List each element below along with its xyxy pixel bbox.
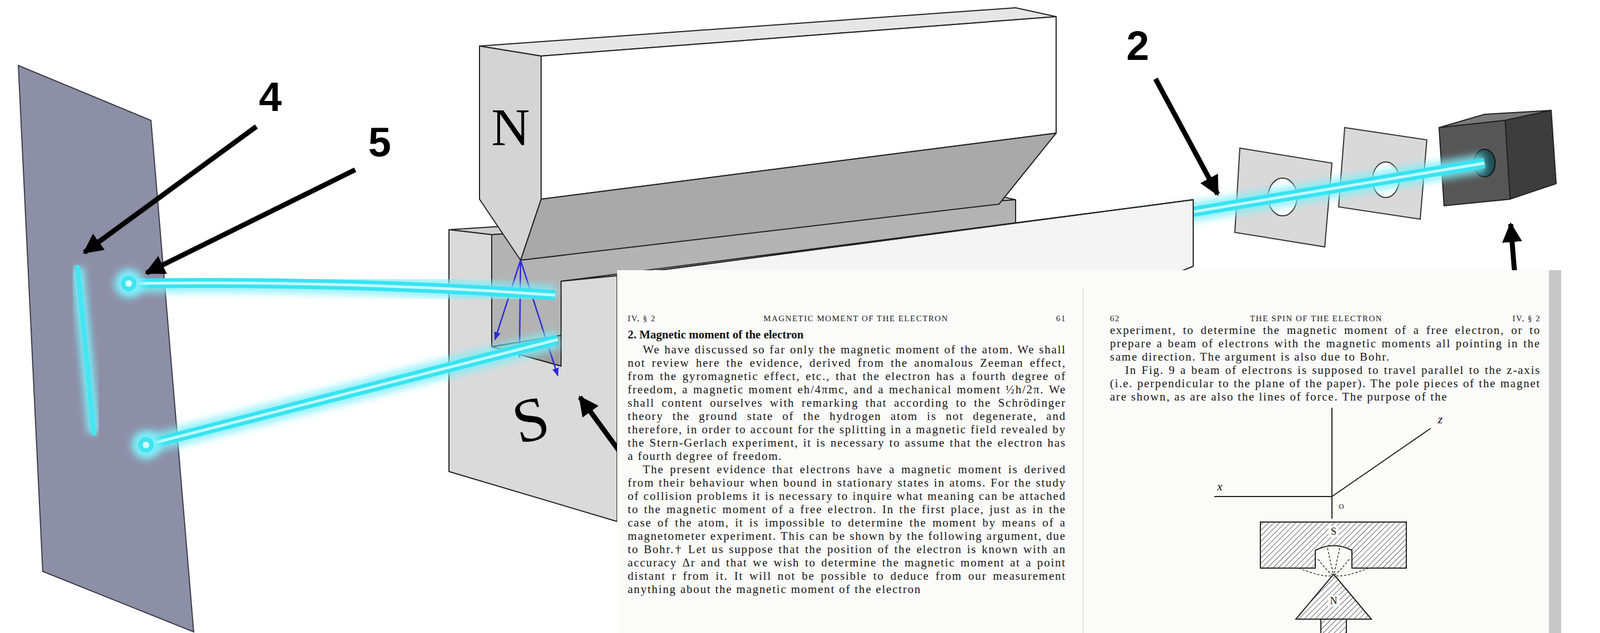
magnet-face <box>448 229 618 522</box>
running-head: THE SPIN OF THE ELECTRON <box>1249 313 1383 324</box>
pole-piece-shape <box>1260 522 1407 569</box>
magnet-face <box>479 46 542 261</box>
book-page: IV, § 2 MAGNETIC MOMENT OF THE ELECTRON 61… <box>617 270 1083 633</box>
classical-line-glow <box>77 267 94 434</box>
pole-letter: N <box>491 101 530 155</box>
pole-piece: N <box>1323 593 1345 609</box>
page-reference: 61 <box>1056 313 1067 324</box>
magnet-pole-face: S <box>491 380 570 459</box>
axis-label: x <box>1217 480 1223 493</box>
oven <box>1439 110 1557 206</box>
body-text: experiment, to determine the magnetic mo… <box>1109 323 1541 364</box>
classical-line <box>77 267 94 434</box>
callout-arrow <box>1155 78 1218 195</box>
oven-side <box>1505 110 1557 200</box>
book-scan-panel <box>617 270 1549 633</box>
magnet-pole-face: N <box>478 91 543 164</box>
beam-core <box>145 339 558 446</box>
pole-stem <box>1320 619 1347 633</box>
callout-number: 2 <box>1126 25 1149 67</box>
line-of-force <box>1327 548 1334 574</box>
spot <box>138 437 154 453</box>
beam-core <box>128 283 555 296</box>
spot-center <box>125 280 133 287</box>
pole-piece: S <box>1324 523 1344 540</box>
running-head: MAGNETIC MOMENT OF THE ELECTRON <box>763 313 949 324</box>
page-reference: IV, § 2 <box>627 313 656 324</box>
line-of-force <box>1298 568 1332 577</box>
z-axis <box>1331 428 1431 497</box>
body-text: The present evidence that electrons have… <box>627 462 1067 597</box>
running-head-row: 62 THE SPIN OF THE ELECTRON IV, § 2 <box>1109 313 1541 324</box>
page-gutter <box>1082 288 1084 633</box>
callout-arrow <box>146 169 356 274</box>
pole-label: N <box>1328 595 1340 607</box>
line-of-force <box>1334 548 1340 574</box>
spot-center <box>142 441 150 449</box>
page-reference: 62 <box>1109 313 1120 324</box>
pole-piece-shape <box>1295 574 1372 620</box>
running-head-row: IV, § 2 MAGNETIC MOMENT OF THE ELECTRON 61 <box>627 313 1067 324</box>
pole-letter: S <box>506 385 555 454</box>
spot-glow <box>131 430 161 460</box>
callout-arrows <box>84 78 1218 274</box>
book-page: 62 THE SPIN OF THE ELECTRON IV, § 2experim… <box>1082 270 1549 633</box>
detector-screen <box>18 65 194 633</box>
lines-of-force <box>1298 548 1369 577</box>
spot <box>120 275 137 292</box>
deflected-beams <box>128 283 558 446</box>
section-heading: 2. Magnetic moment of the electron <box>627 327 1067 342</box>
beam-glow <box>128 283 555 296</box>
pole-label: S <box>1328 526 1339 538</box>
screen-pattern <box>77 267 161 460</box>
callout-number: 4 <box>258 76 282 118</box>
beam-center <box>128 283 555 296</box>
field-line <box>520 260 558 376</box>
beam-glow <box>145 339 558 446</box>
line-of-force <box>1335 568 1369 577</box>
scan-border <box>1548 270 1562 633</box>
magnet-north <box>479 7 1057 261</box>
line-of-force <box>1334 559 1350 575</box>
x-axis <box>1214 496 1332 498</box>
body-text: In Fig. 9 a beam of electrons is suppose… <box>1109 363 1541 404</box>
spot-glow <box>114 269 144 299</box>
beam-center <box>145 339 558 446</box>
callout-number: 5 <box>367 122 391 164</box>
page-reference: IV, § 2 <box>1512 313 1541 324</box>
figure-9 <box>1214 407 1431 633</box>
axis-label: z <box>1437 413 1443 426</box>
axis-label: O <box>1338 502 1344 511</box>
y-axis <box>1331 407 1333 519</box>
magnet-face <box>520 133 1057 261</box>
body-text: We have discussed so far only the magnet… <box>627 342 1067 463</box>
